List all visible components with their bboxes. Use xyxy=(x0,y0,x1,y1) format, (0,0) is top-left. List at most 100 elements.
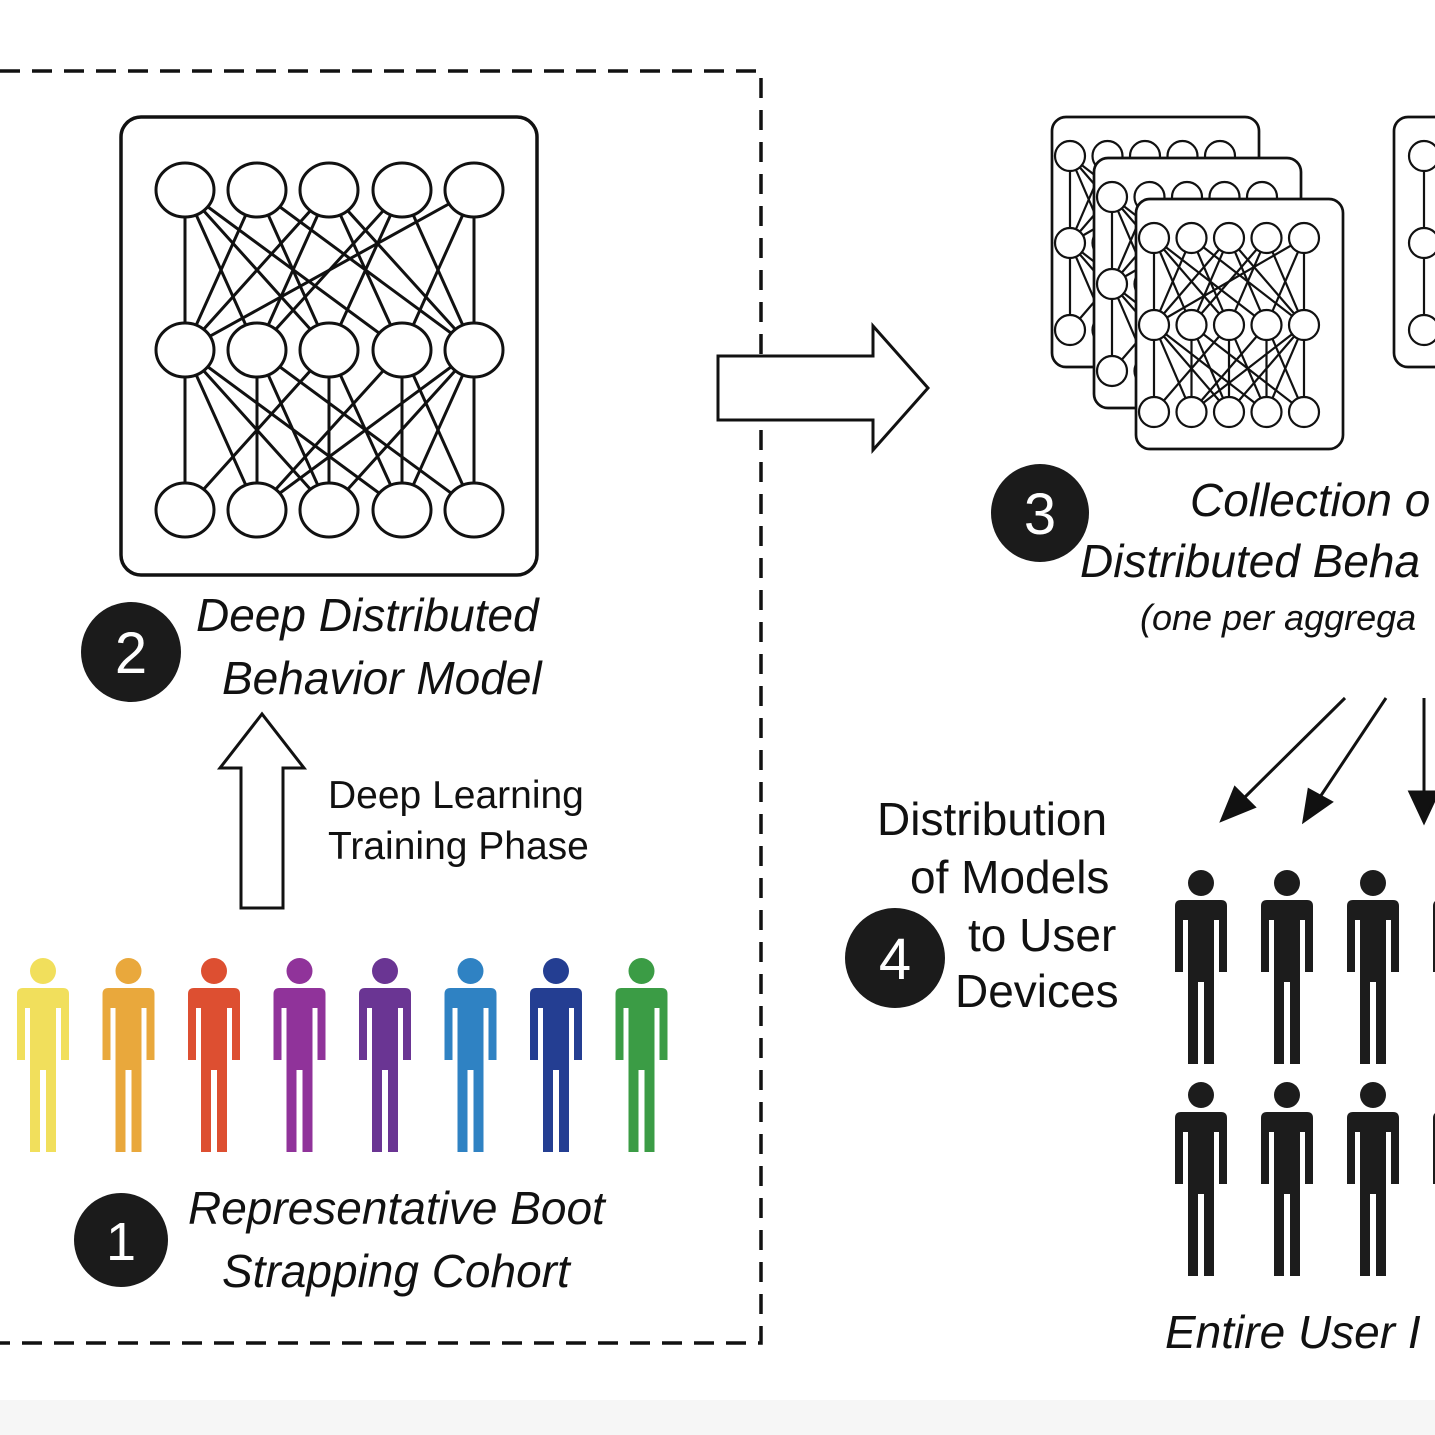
nn-main-edge xyxy=(327,348,476,512)
step-badge-2: 2 xyxy=(81,602,181,702)
badge-1-number: 1 xyxy=(106,1212,136,1272)
collection-title-line1: Collection o xyxy=(1190,474,1431,526)
user-person-head xyxy=(1188,1082,1214,1108)
bootstrap-cohort xyxy=(17,958,668,1152)
cohort-person xyxy=(188,958,240,1152)
stack-model-front-node xyxy=(1250,308,1283,342)
nn-main-node xyxy=(154,481,216,539)
user-person xyxy=(1175,1082,1227,1276)
stack-model-front-node xyxy=(1287,221,1321,255)
cohort-person xyxy=(273,958,326,1152)
model-collection xyxy=(1050,115,1435,451)
stack-model-front-edge xyxy=(1190,324,1305,413)
stack-model-middle-node xyxy=(1095,180,1129,214)
user-person-head xyxy=(1188,870,1214,896)
cohort-person-head xyxy=(115,958,142,984)
stack-model-front-edge xyxy=(1153,324,1230,413)
user-person-body xyxy=(1175,1112,1227,1276)
nn-main-node xyxy=(371,481,433,539)
cohort-person-head xyxy=(457,958,484,984)
nn-main-edge xyxy=(256,348,475,512)
nn-main-node xyxy=(298,321,360,379)
nn-main-edge xyxy=(255,348,404,512)
cohort-person-body xyxy=(530,988,582,1152)
nn-main-node xyxy=(443,161,505,219)
training-arrow xyxy=(216,711,308,910)
user-person-body xyxy=(1261,1112,1313,1276)
user-base-label: Entire User I xyxy=(1165,1306,1421,1358)
neural-network-model xyxy=(119,115,539,577)
cohort-person-body xyxy=(444,988,497,1152)
cohort-person-body xyxy=(615,988,668,1152)
stack-model-front-node xyxy=(1250,221,1283,255)
stack-model-front-node xyxy=(1137,221,1171,255)
stack-model-front-edge xyxy=(1228,237,1305,326)
badge-3-number: 3 xyxy=(1024,482,1056,547)
distribution-arrows xyxy=(1219,696,1435,826)
nn-main-edge xyxy=(183,189,259,351)
cohort-person xyxy=(615,958,668,1152)
stack-model-back-node xyxy=(1053,226,1087,260)
nn-main-edge xyxy=(255,349,331,511)
user-person-head xyxy=(1274,870,1300,896)
nn-main-edge xyxy=(183,348,331,512)
stack-model-front-node xyxy=(1287,395,1321,429)
nn-main-node xyxy=(298,161,360,219)
stack-model-front-edge xyxy=(1153,237,1230,326)
nn-main-node xyxy=(371,161,433,219)
stack-model-front-edge xyxy=(1228,324,1305,413)
stack-model-front-node xyxy=(1137,308,1171,342)
bootstrap-boundary xyxy=(0,69,763,1345)
nn-main-edge xyxy=(327,188,476,352)
cohort-person-head xyxy=(30,958,56,984)
nn-main-node xyxy=(226,321,288,379)
nn-main-node xyxy=(154,161,216,219)
stack-model-front-node xyxy=(1175,221,1208,255)
stack-model-middle-node xyxy=(1095,354,1129,388)
user-person xyxy=(1261,870,1313,1064)
collection-subtitle: (one per aggrega xyxy=(1140,597,1417,638)
cohort-person xyxy=(444,958,497,1152)
stack-model-front-node xyxy=(1175,395,1208,429)
nn-main-node xyxy=(226,161,288,219)
stack-model-partial xyxy=(1392,115,1435,369)
cohort-title-line2: Strapping Cohort xyxy=(222,1245,570,1297)
training-label-line2: Training Phase xyxy=(328,825,589,868)
stack-model-back-node xyxy=(1053,139,1087,173)
badge-2-number: 2 xyxy=(115,621,147,686)
nn-main-node xyxy=(154,321,216,379)
user-person-body xyxy=(1175,900,1227,1064)
model-title-line2: Behavior Model xyxy=(222,652,542,704)
stack-model-front xyxy=(1134,197,1345,451)
stack-model-front-node xyxy=(1175,308,1208,342)
cohort-person xyxy=(359,958,411,1152)
cohort-person-head xyxy=(286,958,313,984)
flow-arrow-right xyxy=(716,322,931,454)
cohort-person-body xyxy=(359,988,411,1152)
stack-model-front-edge xyxy=(1153,237,1305,326)
step-badge-4: 4 xyxy=(845,908,945,1008)
cohort-title-line1: Representative Boot xyxy=(188,1182,605,1234)
cohort-person xyxy=(17,958,69,1152)
stack-model-partial-node xyxy=(1407,139,1435,173)
nn-main-edge xyxy=(400,189,476,351)
user-person-head xyxy=(1274,1082,1300,1108)
step-badge-3: 3 xyxy=(991,464,1089,562)
model-title-line1: Deep Distributed xyxy=(196,589,539,641)
user-person-body xyxy=(1347,900,1399,1064)
cohort-person-body xyxy=(273,988,326,1152)
badge-4-number: 4 xyxy=(879,927,911,992)
nn-main-node xyxy=(371,321,433,379)
cohort-person-body xyxy=(17,988,69,1152)
user-person xyxy=(1175,870,1227,1064)
nn-main-node xyxy=(443,321,505,379)
user-person xyxy=(1261,1082,1313,1276)
nn-main-edges xyxy=(183,188,476,512)
user-person xyxy=(1347,1082,1399,1276)
training-label-line1: Deep Learning xyxy=(328,774,584,817)
user-person-head xyxy=(1360,870,1386,896)
nn-main-edge xyxy=(400,349,476,511)
user-base xyxy=(1175,870,1435,1276)
user-person-head xyxy=(1360,1082,1386,1108)
distribution-line4: Devices xyxy=(955,965,1119,1017)
